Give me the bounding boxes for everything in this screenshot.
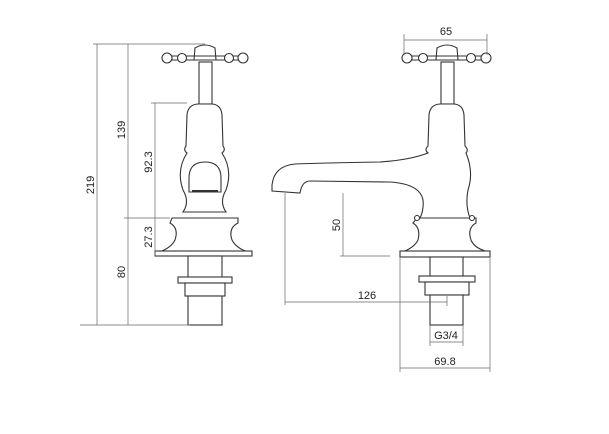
dim-thread-size: G3/4 (434, 330, 458, 342)
dim-spout-reach: 126 (358, 290, 376, 302)
dim-height-above-base: 139 (116, 121, 128, 139)
dim-flange-diameter: 69.8 (434, 356, 455, 368)
side-view-dimensions (284, 34, 491, 372)
front-view-dimensions (80, 43, 205, 326)
front-view-tap (154, 44, 253, 326)
side-view-tap (271, 44, 492, 326)
dim-spout-height: 50 (331, 219, 343, 231)
dim-body-height: 92.3 (143, 151, 155, 172)
dim-handle-width: 65 (440, 26, 452, 38)
dim-base-to-deck: 80 (116, 266, 128, 278)
dim-skirt-height: 27.3 (143, 226, 155, 247)
dim-overall-height: 219 (85, 176, 97, 194)
